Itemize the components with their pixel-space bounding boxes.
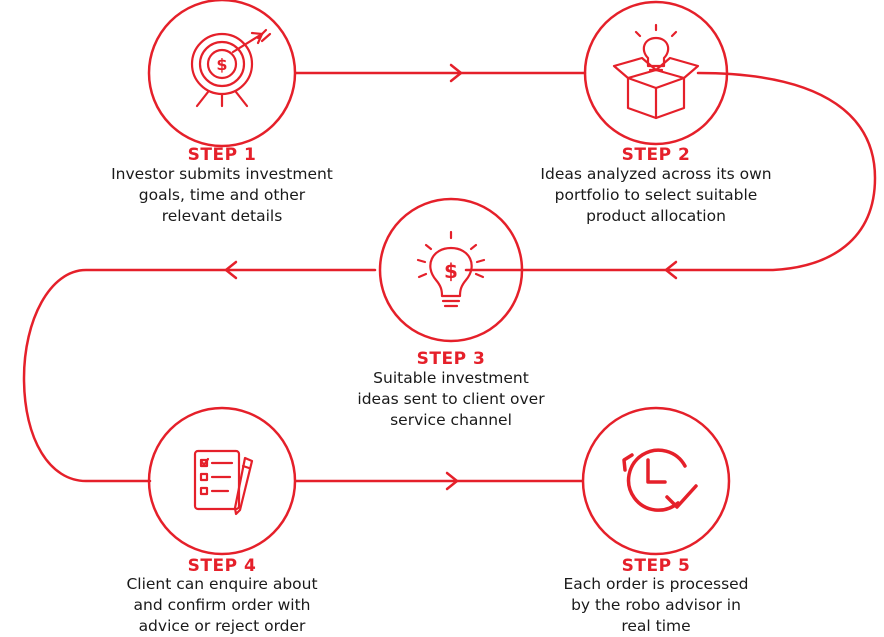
step2-circle (583, 0, 729, 146)
step3-line3: service channel (390, 411, 512, 429)
step3-bulb-dollar-glyph: $ (444, 259, 458, 283)
step1-circle (147, 0, 297, 148)
step5-line1: Each order is processed (563, 575, 749, 593)
lightbulb-box-icon (612, 23, 700, 120)
step1-description: Investor submits investment goals, time … (42, 164, 402, 227)
step2-title: STEP 2 (621, 145, 691, 165)
step5-line2: by the robo advisor in (571, 596, 741, 614)
step4-line1: Client can enquire about (126, 575, 318, 593)
arrowhead-1 (449, 63, 463, 83)
dollar-target-icon (190, 28, 272, 108)
step4-description: Client can enquire about and confirm ord… (42, 574, 402, 637)
step3-description: Suitable investment ideas sent to client… (271, 368, 631, 431)
step5-description: Each order is processed by the robo advi… (476, 574, 836, 637)
clock-check-icon (622, 448, 698, 512)
step5-title: STEP 5 (621, 556, 691, 576)
step4-line3: advice or reject order (138, 617, 306, 635)
connector-step2-step3 (464, 71, 877, 272)
step1-line3: relevant details (161, 207, 283, 225)
arrowhead-2 (664, 260, 678, 280)
arrowhead-4 (445, 471, 459, 491)
step4-circle (147, 406, 297, 556)
step5-circle (581, 406, 731, 556)
step3-line2: ideas sent to client over (357, 390, 545, 408)
connector-step3-step4 (22, 268, 377, 483)
checklist-pen-icon (193, 449, 254, 516)
step1-line2: goals, time and other (138, 186, 306, 204)
step1-line1: Investor submits investment (111, 165, 333, 183)
step3-circle (378, 197, 524, 343)
step4-title: STEP 4 (187, 556, 257, 576)
step5-line3: real time (621, 617, 691, 635)
dollar-lightbulb-icon (416, 230, 486, 308)
step3-title: STEP 3 (416, 349, 486, 369)
step2-line3: product allocation (586, 207, 726, 225)
step2-line2: portfolio to select suitable (554, 186, 758, 204)
arrowhead-3 (224, 260, 238, 280)
step1-coin-dollar-glyph: $ (216, 55, 227, 74)
step3-line1: Suitable investment (373, 369, 529, 387)
step1-title: STEP 1 (187, 145, 257, 165)
step4-line2: and confirm order with (133, 596, 311, 614)
step2-line1: Ideas analyzed across its own (540, 165, 772, 183)
step2-description: Ideas analyzed across its own portfolio … (476, 164, 836, 227)
